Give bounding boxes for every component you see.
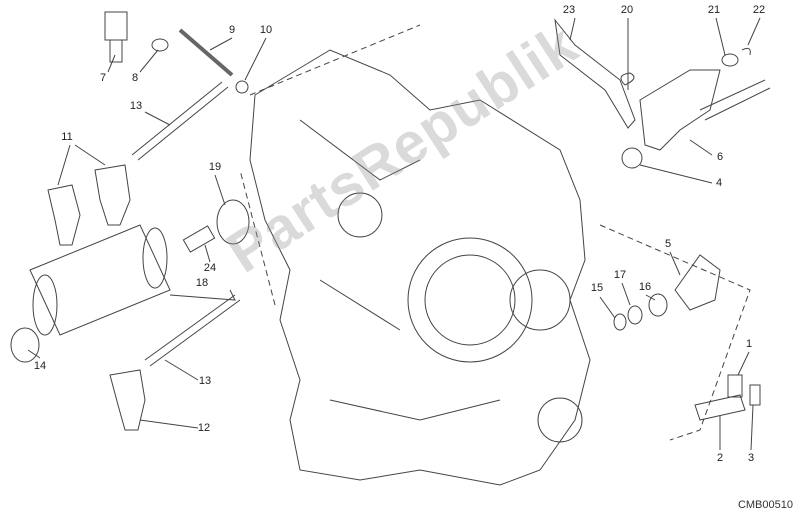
callout-18: 18 [195, 277, 209, 289]
spring-4 [621, 147, 643, 169]
fork-11b [94, 164, 131, 226]
spring-20 [620, 72, 635, 86]
plate-2 [694, 394, 746, 421]
callout-22: 22 [752, 4, 766, 16]
fork-12 [109, 369, 146, 431]
fork-11a [47, 184, 81, 246]
rod-13-upper [131, 81, 229, 161]
washer-17 [627, 305, 643, 325]
ball-10 [235, 80, 249, 94]
callout-1: 1 [745, 338, 753, 350]
callout-9: 9 [228, 24, 236, 36]
callout-4: 4 [715, 177, 723, 189]
seal-16 [648, 293, 668, 317]
bolt-1 [727, 374, 743, 398]
rod-13-lower [144, 294, 241, 367]
shift-lever-23 [554, 18, 636, 129]
callout-21: 21 [707, 4, 721, 16]
washer-21 [721, 53, 739, 67]
clip-15 [613, 313, 627, 331]
callout-11: 11 [61, 131, 73, 143]
callout-24: 24 [203, 262, 217, 274]
callout-10: 10 [259, 24, 273, 36]
callout-2: 2 [716, 452, 724, 464]
spring-9 [178, 28, 234, 77]
washer-8 [151, 38, 169, 52]
o-ring-19 [216, 199, 250, 245]
callout-16: 16 [638, 281, 652, 293]
sensor-24 [182, 225, 216, 253]
crankcase [249, 49, 591, 486]
leader-lines [27, 17, 761, 451]
bolt-3 [749, 384, 761, 406]
selector-6 [639, 69, 721, 151]
callout-19: 19 [208, 161, 222, 173]
callout-23: 23 [562, 4, 576, 16]
shift-drum [29, 224, 171, 336]
diagram-code: CMB00510 [737, 499, 793, 511]
plate-5 [674, 254, 721, 311]
callout-14: 14 [33, 360, 47, 372]
pin-7 [104, 11, 128, 41]
callout-20: 20 [620, 4, 634, 16]
callout-5: 5 [664, 238, 672, 250]
callout-13-upper: 13 [129, 100, 143, 112]
crankcase-bore [407, 237, 533, 363]
callout-13-lower: 13 [198, 375, 212, 387]
callout-6: 6 [716, 151, 724, 163]
clip-22 [741, 47, 751, 56]
callout-15: 15 [590, 282, 604, 294]
callout-17: 17 [613, 269, 627, 281]
callout-3: 3 [747, 452, 755, 464]
callout-7: 7 [99, 72, 107, 84]
callout-8: 8 [131, 72, 139, 84]
shaft-6 [699, 79, 771, 121]
o-ring-14 [10, 327, 40, 363]
callout-12: 12 [197, 422, 211, 434]
